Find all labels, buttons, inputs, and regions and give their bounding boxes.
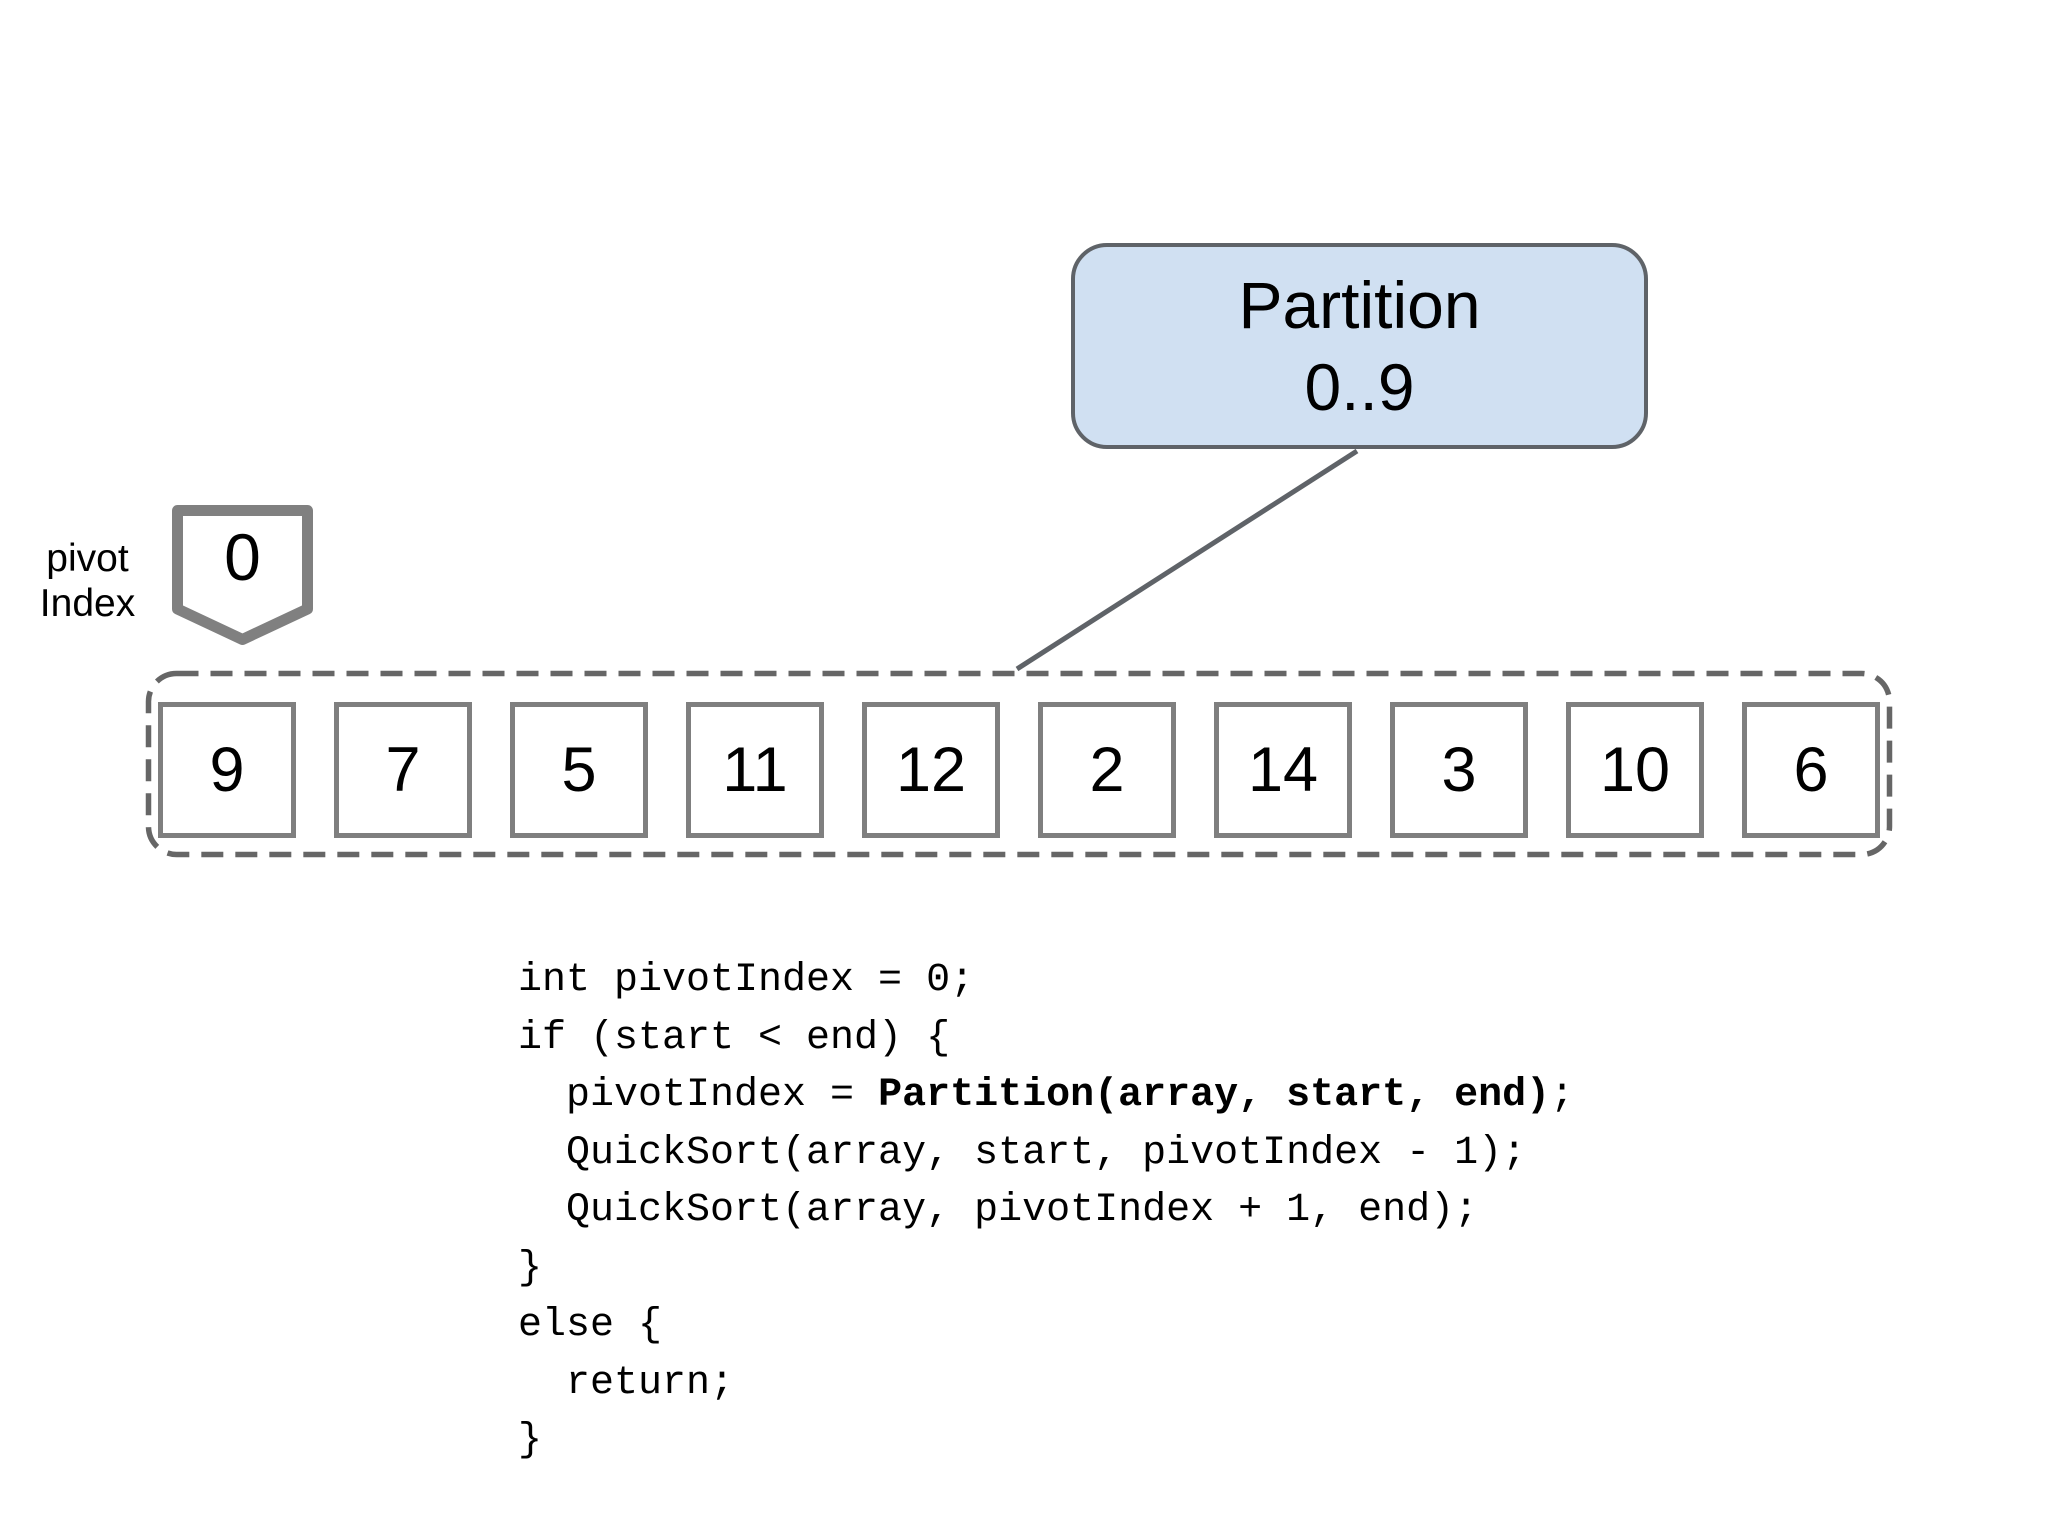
- pivot-index-marker: [172, 505, 313, 645]
- code-segment: pivotIndex =: [518, 1073, 879, 1118]
- array-cell-5: 2: [1038, 702, 1176, 838]
- array-cell-9: 6: [1742, 702, 1880, 838]
- pivot-index-label-line1: pivot: [46, 537, 129, 580]
- partition-callout-title: Partition: [1238, 268, 1481, 342]
- code-line-5: }: [518, 1240, 1574, 1298]
- code-segment-bold: Partition(array, start, end): [878, 1073, 1551, 1118]
- code-segment: QuickSort(array, pivotIndex + 1, end);: [518, 1188, 1479, 1233]
- partition-callout: Partition 0..9: [1071, 243, 1648, 449]
- partition-callout-range: 0..9: [1304, 350, 1415, 424]
- code-line-1: if (start < end) {: [518, 1010, 1574, 1068]
- code-segment: int pivotIndex = 0;: [518, 958, 975, 1003]
- code-segment: else {: [518, 1303, 663, 1348]
- code-segment: ;: [1550, 1073, 1575, 1118]
- code-line-8: }: [518, 1412, 1574, 1470]
- array-cell-2: 5: [510, 702, 648, 838]
- code-line-0: int pivotIndex = 0;: [518, 952, 1574, 1010]
- array-dashed-container: [145, 670, 1893, 858]
- array-cell-7: 3: [1390, 702, 1528, 838]
- code-line-2: pivotIndex = Partition(array, start, end…: [518, 1067, 1574, 1125]
- quicksort-code-block: int pivotIndex = 0; if (start < end) { pi…: [518, 952, 1574, 1470]
- callout-connector-line: [1015, 448, 1359, 672]
- pivot-index-label: pivot Index: [20, 536, 155, 626]
- pivot-index-label-line2: Index: [39, 582, 136, 625]
- array-cell-0: 9: [158, 702, 296, 838]
- array-cell-8: 10: [1566, 702, 1704, 838]
- pivot-index-value: 0: [224, 520, 261, 594]
- code-segment: }: [518, 1245, 543, 1291]
- array-cell-4: 12: [862, 702, 1000, 838]
- array-cell-1: 7: [334, 702, 472, 838]
- array-cell-3: 11: [686, 702, 824, 838]
- code-line-3: QuickSort(array, start, pivotIndex - 1);: [518, 1125, 1574, 1183]
- code-line-4: QuickSort(array, pivotIndex + 1, end);: [518, 1182, 1574, 1240]
- code-line-7: return;: [518, 1355, 1574, 1413]
- code-line-6: else {: [518, 1297, 1574, 1355]
- array-cell-6: 14: [1214, 702, 1352, 838]
- code-segment: return;: [518, 1360, 735, 1406]
- code-segment: if (start < end) {: [518, 1015, 951, 1061]
- code-segment: QuickSort(array, start, pivotIndex - 1);: [518, 1130, 1527, 1176]
- code-segment: }: [518, 1418, 543, 1463]
